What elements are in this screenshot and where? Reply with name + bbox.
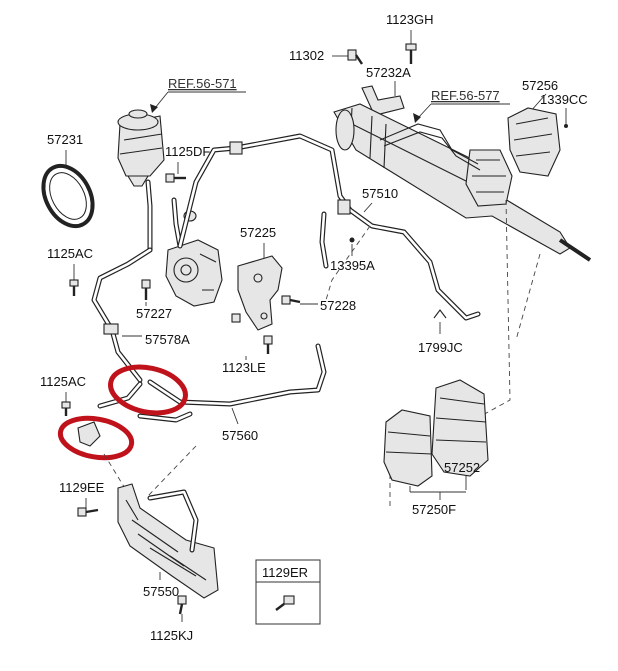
part-label-57228: 57228 <box>320 298 356 313</box>
bolt-icon <box>141 279 151 300</box>
bolt-icon <box>177 595 187 615</box>
power-steering-pump <box>165 239 223 307</box>
phantom-line <box>103 453 127 491</box>
phantom-line <box>469 199 511 423</box>
hose-fitting <box>337 199 351 215</box>
hose-clip <box>103 323 119 335</box>
part-label-57231: 57231 <box>47 132 83 147</box>
return-tube-57560 <box>147 343 327 407</box>
part-label-1339CC: 1339CC <box>540 92 588 107</box>
part-label-57510: 57510 <box>362 186 398 201</box>
part-label-1125AC-top: 1125AC <box>47 246 93 261</box>
part-label-57578A: 57578A <box>145 332 190 347</box>
part-label-57256: 57256 <box>522 78 558 93</box>
part-label-1123LE: 1123LE <box>222 360 266 375</box>
hose-fitting <box>229 141 243 155</box>
steering-gear-rack <box>333 103 592 262</box>
bolt-icon <box>263 335 273 354</box>
oil-cooler-57550 <box>117 483 219 599</box>
part-label-57232A: 57232A <box>366 65 411 80</box>
bracket-clamp-highlight <box>57 415 135 461</box>
part-label-57252: 57252 <box>444 460 480 475</box>
ref-arrow-line <box>154 91 169 109</box>
phantom-line <box>147 445 197 497</box>
phantom-line <box>325 225 371 301</box>
part-label-1125DF: 1125DF <box>165 144 210 159</box>
part-box-1129ER <box>255 559 321 625</box>
part-label-1799JC: 1799JC <box>418 340 463 355</box>
part-label-57227: 57227 <box>136 306 172 321</box>
reservoir-tank <box>117 109 165 187</box>
part-label-1129ER: 1129ER <box>262 565 308 580</box>
bolt-icon <box>405 43 417 64</box>
bolt-icon <box>275 595 295 611</box>
part-label-1125KJ: 1125KJ <box>150 628 193 643</box>
hose-clamp <box>77 421 101 447</box>
part-label-57560: 57560 <box>222 428 258 443</box>
pump-bracket-57225 <box>237 255 283 331</box>
bolt-icon <box>281 295 301 305</box>
screw-icon <box>564 124 568 128</box>
part-label-1125AC-mid: 1125AC <box>40 374 86 389</box>
part-label-57550: 57550 <box>143 584 179 599</box>
bolt-icon <box>61 401 71 416</box>
screw-icon <box>349 237 355 243</box>
ref-label-56-577: REF.56-577 <box>431 88 500 103</box>
ref-arrowhead <box>150 104 158 113</box>
ref-label-56-571: REF.56-571 <box>168 76 237 91</box>
bolt-icon <box>69 279 79 296</box>
part-label-11302: 11302 <box>289 48 324 63</box>
rack-tube <box>383 131 481 171</box>
ref-arrowhead <box>413 113 421 123</box>
rack-tube <box>379 123 479 165</box>
phantom-line <box>515 253 541 341</box>
bolt-icon <box>231 313 241 323</box>
dust-boot-57252 <box>431 379 489 477</box>
leader-line <box>231 407 239 425</box>
dust-boot-57252-lower <box>383 409 433 487</box>
ref-arrow-line <box>417 103 432 119</box>
bolt-icon <box>165 173 186 183</box>
reservoir-gasket-57231 <box>41 163 95 229</box>
part-label-57250F: 57250F <box>412 502 456 517</box>
leader-line <box>363 202 373 213</box>
hose-end-highlight <box>108 364 188 416</box>
bolt-icon <box>347 49 363 65</box>
part-label-1129EE: 1129EE <box>59 480 105 495</box>
part-label-13395A: 13395A <box>330 258 375 273</box>
part-label-1123GH: 1123GH <box>386 12 433 27</box>
clip-icon <box>433 309 447 319</box>
bolt-icon <box>77 507 99 517</box>
dust-boot-57256 <box>507 107 561 177</box>
part-label-57225: 57225 <box>240 225 276 240</box>
